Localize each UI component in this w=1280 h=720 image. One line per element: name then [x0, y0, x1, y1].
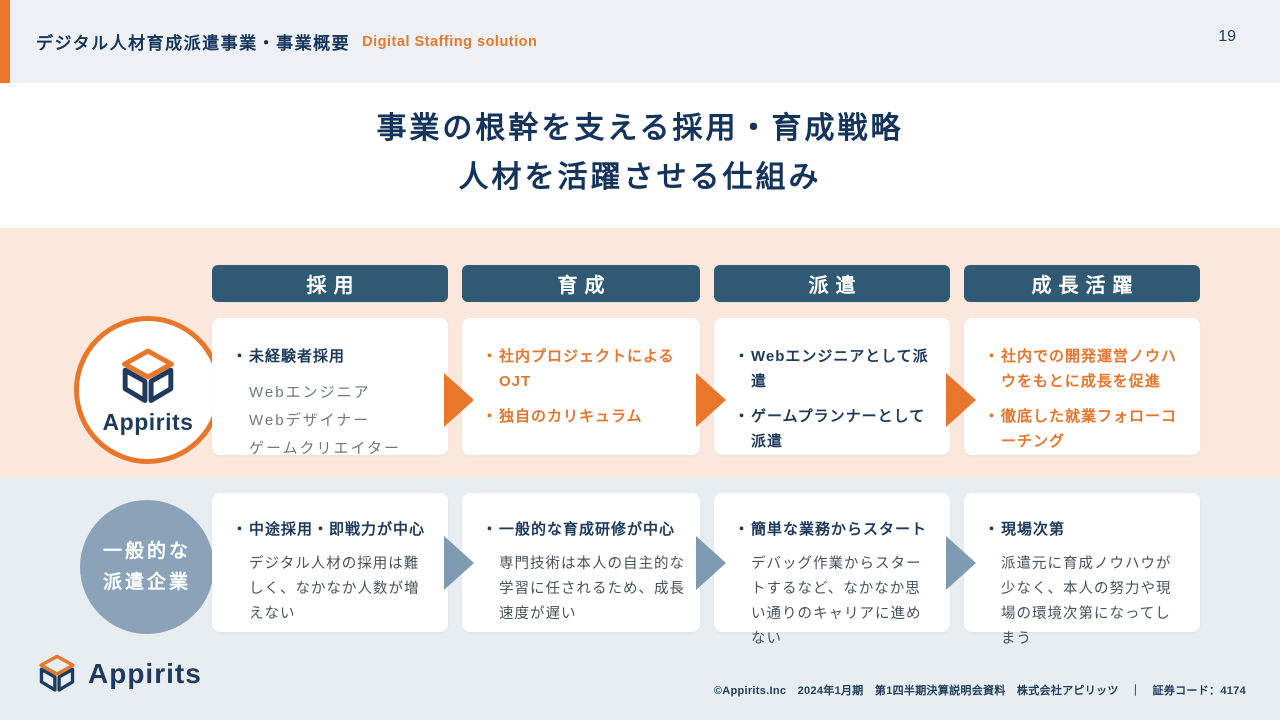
item-text: 現場次第 [1001, 521, 1066, 538]
list-item: ・ Webエンジニアとして派遣 [734, 344, 936, 394]
list-item: ・ 簡単な業務からスタート [734, 517, 936, 542]
column-header-recruitment: 採用 [212, 265, 448, 302]
column-header-dispatch: 派遣 [714, 265, 950, 302]
generic-badge-line1: 一般的な [102, 541, 191, 562]
item-text: 簡単な業務からスタート [751, 521, 928, 538]
item-text: 独自のカリキュラム [499, 408, 643, 425]
bullet: ・ [984, 408, 1001, 425]
generic-badge-line2: 派遣企業 [102, 572, 191, 593]
bullet: ・ [482, 521, 499, 538]
role-line: ゲームクリエイター [249, 440, 401, 457]
list-item: ・ 社内での開発運営ノウハウをもとに成長を促進 [984, 344, 1186, 394]
page-number: 19 [1218, 28, 1236, 45]
bullet: ・ [232, 521, 249, 538]
column-header-training: 育成 [462, 265, 700, 302]
role-line: Webデザイナー [249, 412, 371, 429]
bullet: ・ [734, 348, 751, 365]
arrow-right-icon [946, 536, 976, 590]
card-description: 派遣元に育成ノウハウが少なく、本人の努力や現場の環境次第になってしまう [1001, 556, 1172, 647]
bullet: ・ [734, 521, 751, 538]
item-text: 社内プロジェクトによるOJT [499, 348, 675, 390]
bullet: ・ [232, 348, 249, 365]
appirits-cube-icon [39, 654, 75, 692]
header-subtitle: Digital Staffing solution [362, 33, 538, 50]
item-text: 一般的な育成研修が中心 [499, 521, 676, 538]
item-text: 社内での開発運営ノウハウをもとに成長を促進 [1001, 348, 1178, 390]
card-generic-growth: ・ 現場次第 派遣元に育成ノウハウが少なく、本人の努力や現場の環境次第になってし… [964, 493, 1200, 647]
list-item: ・ 一般的な育成研修が中心 [482, 517, 686, 542]
arrow-right-icon [696, 373, 726, 427]
bullet: ・ [984, 348, 1001, 365]
card-appirits-dispatch: ・ Webエンジニアとして派遣 ・ ゲームプランナーとして派遣 [714, 318, 950, 455]
footer-copyright: ©Appirits.Inc 2024年1月期 第1四半期決算説明会資料 株式会社… [713, 685, 1246, 697]
card-description: デジタル人材の採用は難しく、なかなか人数が増えない [249, 556, 420, 622]
appirits-cube-icon [122, 348, 174, 403]
card-appirits-recruitment: ・ 未経験者採用 Webエンジニア Webデザイナー ゲームクリエイター [212, 318, 448, 457]
card-description: デバッグ作業からスタートするなど、なかなか思い通りのキャリアに進めない [751, 556, 922, 647]
bullet: ・ [482, 348, 499, 365]
card-generic-recruitment: ・ 中途採用・即戦力が中心 デジタル人材の採用は難しく、なかなか人数が増えない [212, 493, 448, 632]
arrow-right-icon [444, 536, 474, 590]
list-item: ・ 徹底した就業フォローコーチング [984, 404, 1186, 454]
list-item: ・ 未経験者採用 [232, 344, 434, 369]
arrow-right-icon [444, 373, 474, 427]
arrow-right-icon [946, 373, 976, 427]
item-text: 中途採用・即戦力が中心 [249, 521, 426, 538]
list-item: ・ 中途採用・即戦力が中心 [232, 517, 434, 542]
list-item: ・ ゲームプランナーとして派遣 [734, 404, 936, 454]
header-title-group: デジタル人材育成派遣事業・事業概要 Digital Staffing solut… [36, 0, 537, 83]
bullet: ・ [984, 521, 1001, 538]
appirits-wordmark: Appirits [102, 409, 194, 435]
list-item: ・ 独自のカリキュラム [482, 404, 686, 429]
item-text: Webエンジニアとして派遣 [751, 348, 929, 390]
bullet: ・ [734, 408, 751, 425]
main-title-line2: 人材を活躍させる仕組み [458, 161, 822, 194]
main-title-line1: 事業の根幹を支える採用・育成戦略 [376, 112, 904, 145]
card-description: 専門技術は本人の自主的な学習に任されるため、成長速度が遅い [499, 556, 685, 622]
list-item: ・ 現場次第 [984, 517, 1186, 542]
list-item: ・ 社内プロジェクトによるOJT [482, 344, 686, 394]
header-accent-bar [0, 0, 10, 83]
card-generic-training: ・ 一般的な育成研修が中心 専門技術は本人の自主的な学習に任されるため、成長速度… [462, 493, 700, 632]
bullet: ・ [482, 408, 499, 425]
role-line: Webエンジニア [249, 384, 371, 401]
card-generic-dispatch: ・ 簡単な業務からスタート デバッグ作業からスタートするなど、なかなか思い通りの… [714, 493, 950, 647]
card-appirits-growth: ・ 社内での開発運営ノウハウをもとに成長を促進 ・ 徹底した就業フォローコーチン… [964, 318, 1200, 455]
slide-header: デジタル人材育成派遣事業・事業概要 Digital Staffing solut… [0, 0, 1280, 83]
header-title: デジタル人材育成派遣事業・事業概要 [36, 34, 351, 53]
footer-wordmark: Appirits [88, 658, 202, 689]
arrow-right-icon [696, 536, 726, 590]
column-header-growth: 成長活躍 [964, 265, 1200, 302]
card-appirits-training: ・ 社内プロジェクトによるOJT ・ 独自のカリキュラム [462, 318, 700, 455]
item-text: 徹底した就業フォローコーチング [1001, 408, 1178, 450]
footer-logo: Appirits [36, 654, 202, 694]
item-text: 未経験者採用 [249, 348, 346, 365]
main-title: 事業の根幹を支える採用・育成戦略 人材を活躍させる仕組み [0, 104, 1280, 202]
item-text: ゲームプランナーとして派遣 [751, 408, 926, 450]
